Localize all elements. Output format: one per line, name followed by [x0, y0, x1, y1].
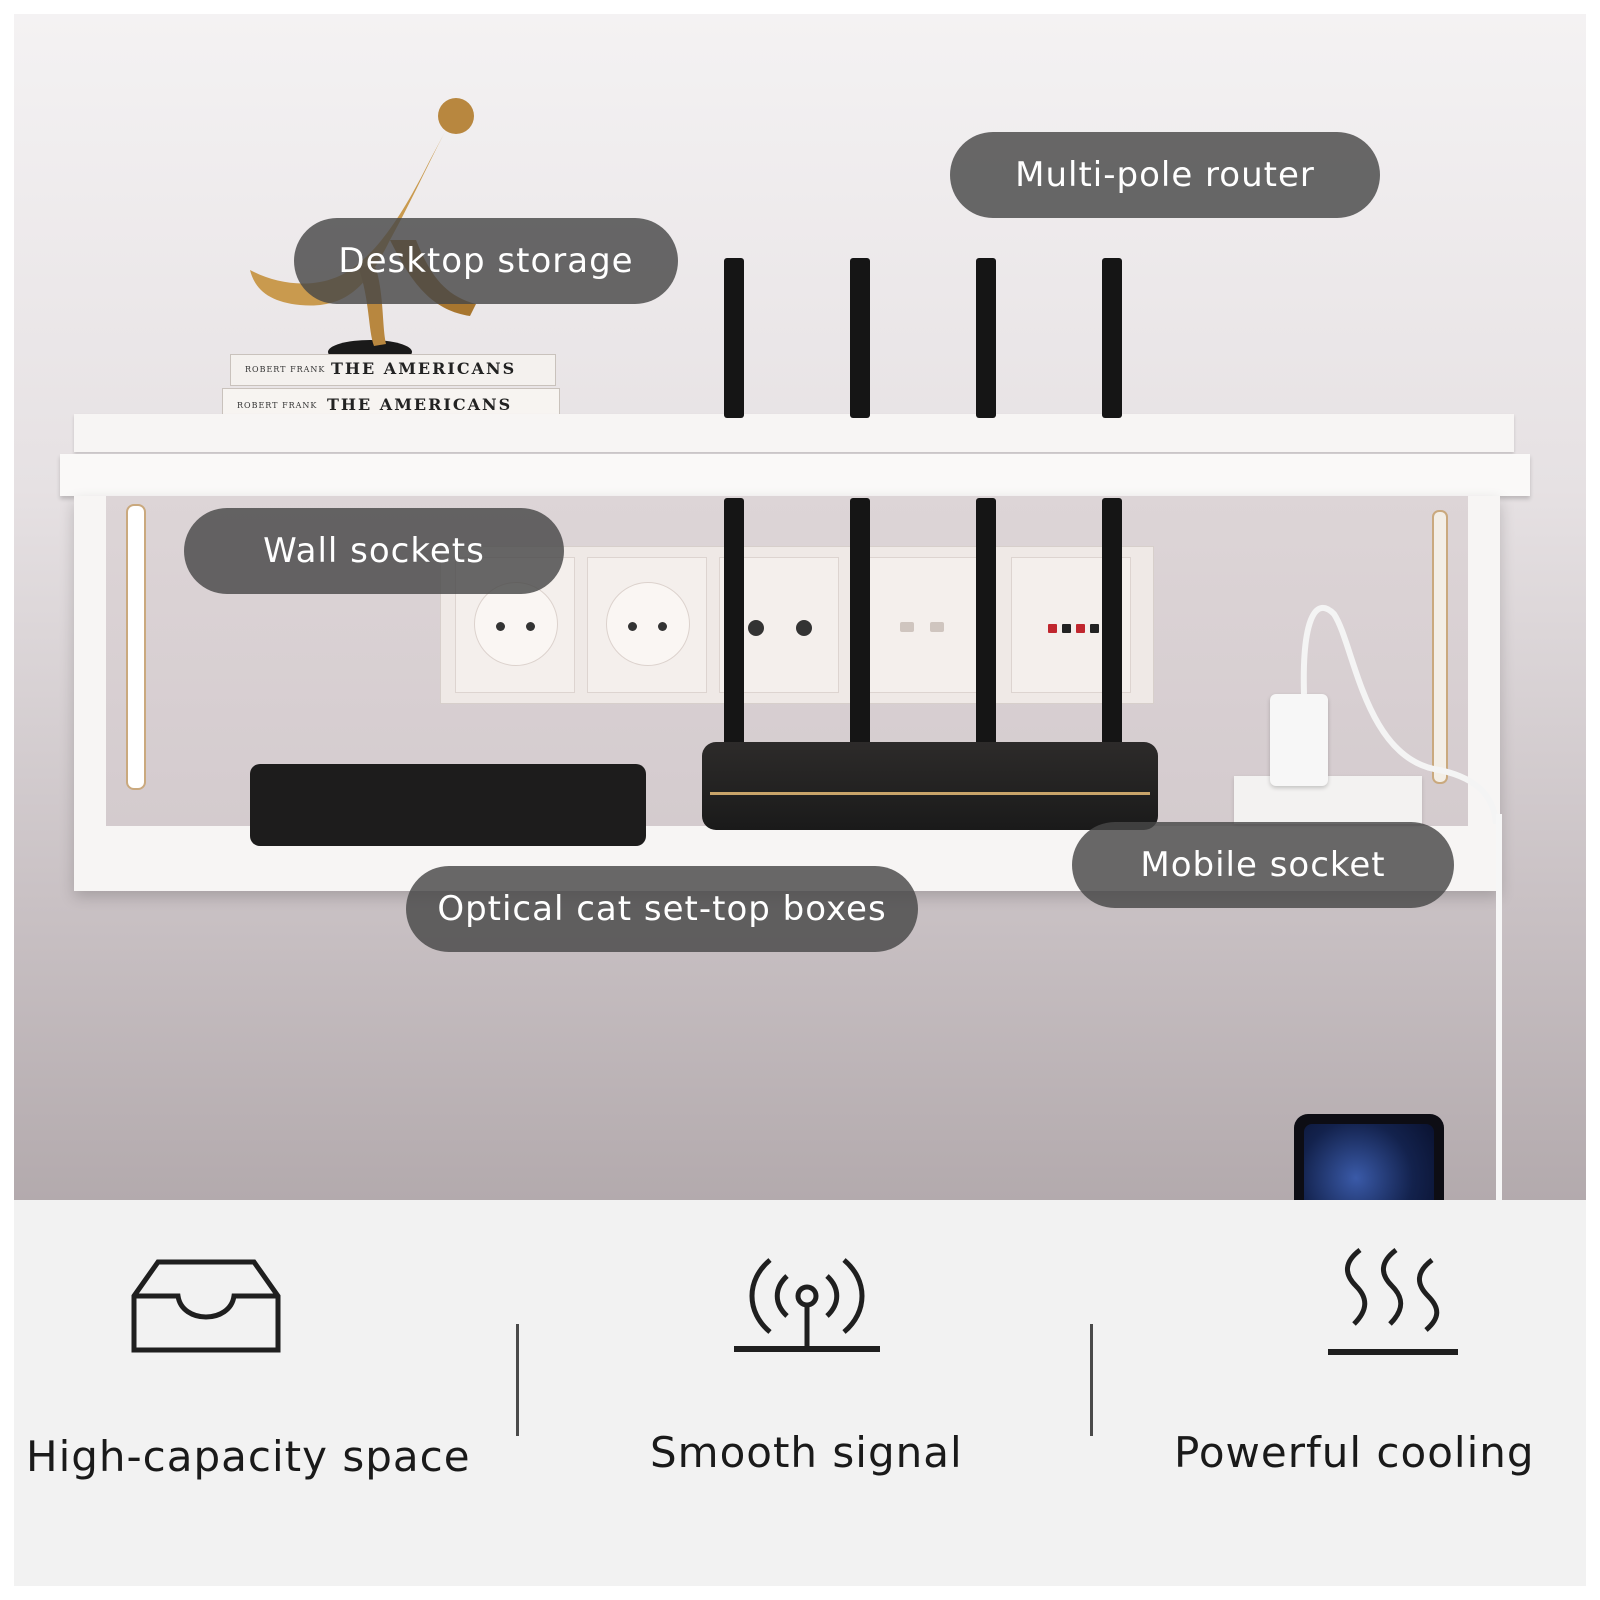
router-antenna: [1102, 498, 1122, 748]
set-top-box: [250, 764, 646, 846]
socket-outlet: [474, 582, 558, 666]
callout-desktop-storage: Desktop storage: [294, 218, 678, 304]
shelf-top-board: [74, 414, 1514, 452]
socket-outlet: [606, 582, 690, 666]
coax-port: [796, 620, 812, 636]
product-image: ROBERT FRANK THE AMERICANS ROBERT FRANK …: [14, 14, 1586, 1586]
router-antenna: [976, 498, 996, 748]
feature-divider: [1090, 1324, 1093, 1436]
heat-waves-icon: [1328, 1248, 1458, 1355]
coax-port: [748, 620, 764, 636]
power-cable: [1496, 814, 1502, 1200]
socket-pin: [526, 622, 535, 631]
book-author: ROBERT FRANK: [245, 365, 326, 374]
vent-slot-right: [1432, 510, 1448, 784]
socket-plate: [587, 557, 707, 693]
socket-pin: [628, 622, 637, 631]
socket-pin: [658, 622, 667, 631]
callout-mobile-socket: Mobile socket: [1072, 822, 1454, 908]
router-antenna: [724, 258, 744, 418]
book-title: THE AMERICANS: [331, 359, 517, 378]
feature-divider: [516, 1324, 519, 1436]
terminal: [1048, 624, 1057, 633]
router-antenna: [976, 258, 996, 418]
router-light-strip: [710, 792, 1150, 795]
feature-label-powerful-cooling: Powerful cooling: [1174, 1428, 1535, 1477]
router-antenna: [724, 498, 744, 748]
signal-antenna-icon: [734, 1258, 880, 1352]
feature-label-smooth-signal: Smooth signal: [650, 1428, 963, 1477]
phone-screen: [1304, 1124, 1434, 1200]
callout-optical-cat: Optical cat set-top boxes: [406, 866, 918, 952]
router-body: [702, 742, 1158, 830]
power-strip: [1234, 776, 1422, 824]
terminal: [1090, 624, 1099, 633]
features-bar: High-capacity space Smooth signal Powerf…: [14, 1200, 1586, 1586]
callout-wall-sockets: Wall sockets: [184, 508, 564, 594]
network-plate: [865, 557, 985, 693]
charging-cable: [1300, 605, 1499, 824]
vent-slot-left: [126, 504, 146, 790]
feature-label-high-capacity: High-capacity space: [26, 1432, 471, 1481]
storage-tray-icon: [131, 1259, 281, 1353]
book-author: ROBERT FRANK: [237, 401, 318, 410]
product-photo: ROBERT FRANK THE AMERICANS ROBERT FRANK …: [14, 14, 1586, 1200]
router-antenna: [850, 498, 870, 748]
callout-multi-pole-router: Multi-pole router: [950, 132, 1380, 218]
terminal: [1076, 624, 1085, 633]
router-antenna: [1102, 258, 1122, 418]
book-title: THE AMERICANS: [327, 395, 513, 414]
network-port: [900, 622, 914, 632]
book-top: ROBERT FRANK THE AMERICANS: [230, 354, 556, 386]
network-port: [930, 622, 944, 632]
shelf-lid: [60, 454, 1530, 496]
usb-charger: [1270, 694, 1328, 786]
terminal: [1062, 624, 1071, 633]
socket-pin: [496, 622, 505, 631]
router-antenna: [850, 258, 870, 418]
